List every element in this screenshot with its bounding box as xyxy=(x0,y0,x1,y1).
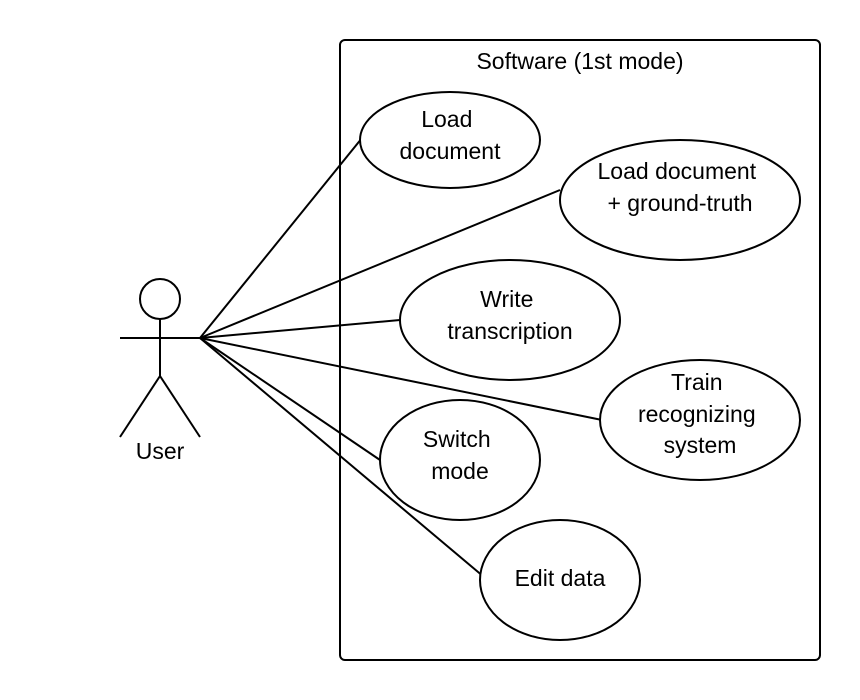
use-case-label-line: system xyxy=(664,432,737,458)
use-case-label: Write transcription xyxy=(447,286,572,344)
use-case-ellipse xyxy=(599,359,801,481)
association-train-recognizing-system xyxy=(199,337,603,421)
associations xyxy=(199,137,603,578)
association-switch-mode xyxy=(199,337,381,461)
association-load-document xyxy=(199,137,363,339)
use-case-label-line: Switch xyxy=(423,426,491,452)
association-load-document-ground-truth xyxy=(199,189,561,339)
use-case-train-recognizing-system: Train recognizing system xyxy=(599,359,801,481)
system-boundary xyxy=(339,39,821,661)
actor-label: User xyxy=(136,438,185,464)
use-case-label-line: Train xyxy=(671,369,723,395)
use-case-label: Switch mode xyxy=(423,426,497,484)
use-case-label: Load document + ground-truth xyxy=(598,158,763,216)
use-case-load-document: Load document xyxy=(359,91,541,189)
use-case-ellipse xyxy=(399,259,621,381)
use-case-ellipse xyxy=(479,519,641,641)
use-case-ellipse xyxy=(379,399,541,521)
use-case-label: Load document xyxy=(399,106,501,164)
actor-right-leg xyxy=(159,375,201,438)
use-case-ellipse xyxy=(359,91,541,189)
association-edit-data xyxy=(199,337,485,578)
use-case-label: Train recognizing system xyxy=(638,369,762,458)
system-title: Software (1st mode) xyxy=(476,48,683,74)
use-case-write-transcription: Write transcription xyxy=(399,259,621,381)
use-case-label-line: Load document xyxy=(598,158,757,184)
actor-left-leg xyxy=(119,375,161,438)
association-write-transcription xyxy=(199,319,401,339)
use-case-load-document-ground-truth: Load document + ground-truth xyxy=(559,139,801,261)
use-case-ellipse xyxy=(559,139,801,261)
actor-head xyxy=(139,278,181,320)
use-case-label-line: recognizing xyxy=(638,401,756,427)
use-case-label-line: Load xyxy=(421,106,472,132)
use-case-switch-mode: Switch mode xyxy=(379,399,541,521)
use-case-label: Edit data xyxy=(515,565,606,591)
use-case-label-line: mode xyxy=(431,458,489,484)
use-case-label-line: + ground-truth xyxy=(607,190,752,216)
actor-user: User xyxy=(119,278,201,464)
use-case-label-line: transcription xyxy=(447,318,572,344)
use-case-edit-data: Edit data xyxy=(479,519,641,641)
use-case-label-line: Write xyxy=(480,286,533,312)
use-case-label-line: document xyxy=(399,138,501,164)
use-case-label-line: Edit data xyxy=(515,565,606,591)
